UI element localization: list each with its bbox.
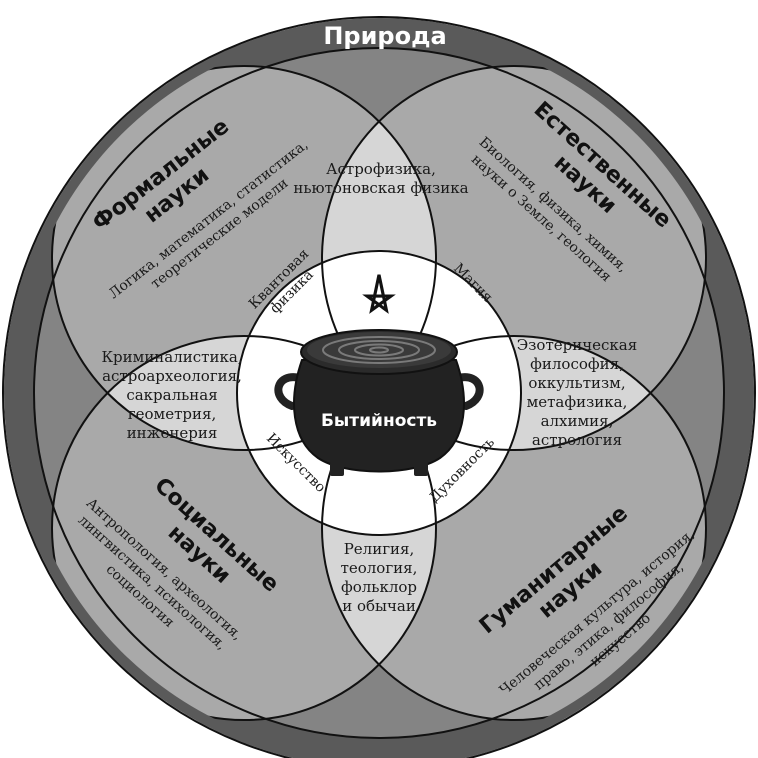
overlap-left-line-3: сакральная bbox=[126, 386, 217, 404]
title: Природа bbox=[323, 22, 446, 50]
overlap-bottom: Религия, теология, фольклор и обычаи bbox=[341, 540, 418, 615]
outer-outline bbox=[33, 47, 725, 739]
overlap-right-line-2: философия, bbox=[530, 355, 624, 373]
overlap-top-line-2: ньютоновская физика bbox=[293, 179, 468, 197]
overlap-left-line-4: геометрия, bbox=[128, 405, 216, 423]
overlap-top: Астрофизика, ньютоновская физика bbox=[293, 160, 468, 197]
overlap-right-line-4: метафизика, bbox=[527, 393, 628, 411]
overlap-left-line-5: инженерия bbox=[127, 424, 218, 442]
overlap-bottom-line-3: фольклор bbox=[341, 578, 417, 596]
pentagram-icon bbox=[362, 274, 396, 314]
cauldron-icon bbox=[274, 329, 484, 476]
overlap-left-line-2: астроархеология, bbox=[102, 367, 242, 385]
overlap-left: Криминалистика, астроархеология, сакраль… bbox=[101, 348, 242, 442]
core-outline bbox=[236, 250, 522, 536]
center-label: Бытийность bbox=[321, 411, 437, 431]
overlap-bottom-line-4: и обычаи bbox=[342, 597, 416, 615]
overlap-top-line-1: Астрофизика, bbox=[326, 160, 436, 178]
overlap-right-line-3: оккультизм, bbox=[528, 374, 625, 392]
overlap-right: Эзотерическая философия, оккультизм, мет… bbox=[517, 336, 637, 449]
ring-outline bbox=[2, 16, 756, 758]
overlap-right-line-6: астрология bbox=[532, 431, 622, 449]
overlap-bottom-line-2: теология, bbox=[341, 559, 418, 577]
overlap-left-line-1: Криминалистика, bbox=[101, 348, 242, 366]
overlap-bottom-line-1: Религия, bbox=[344, 540, 415, 558]
circle-outlines bbox=[51, 65, 707, 721]
overlap-right-line-1: Эзотерическая bbox=[517, 336, 637, 354]
overlap-right-line-5: алхимия, bbox=[541, 412, 614, 430]
